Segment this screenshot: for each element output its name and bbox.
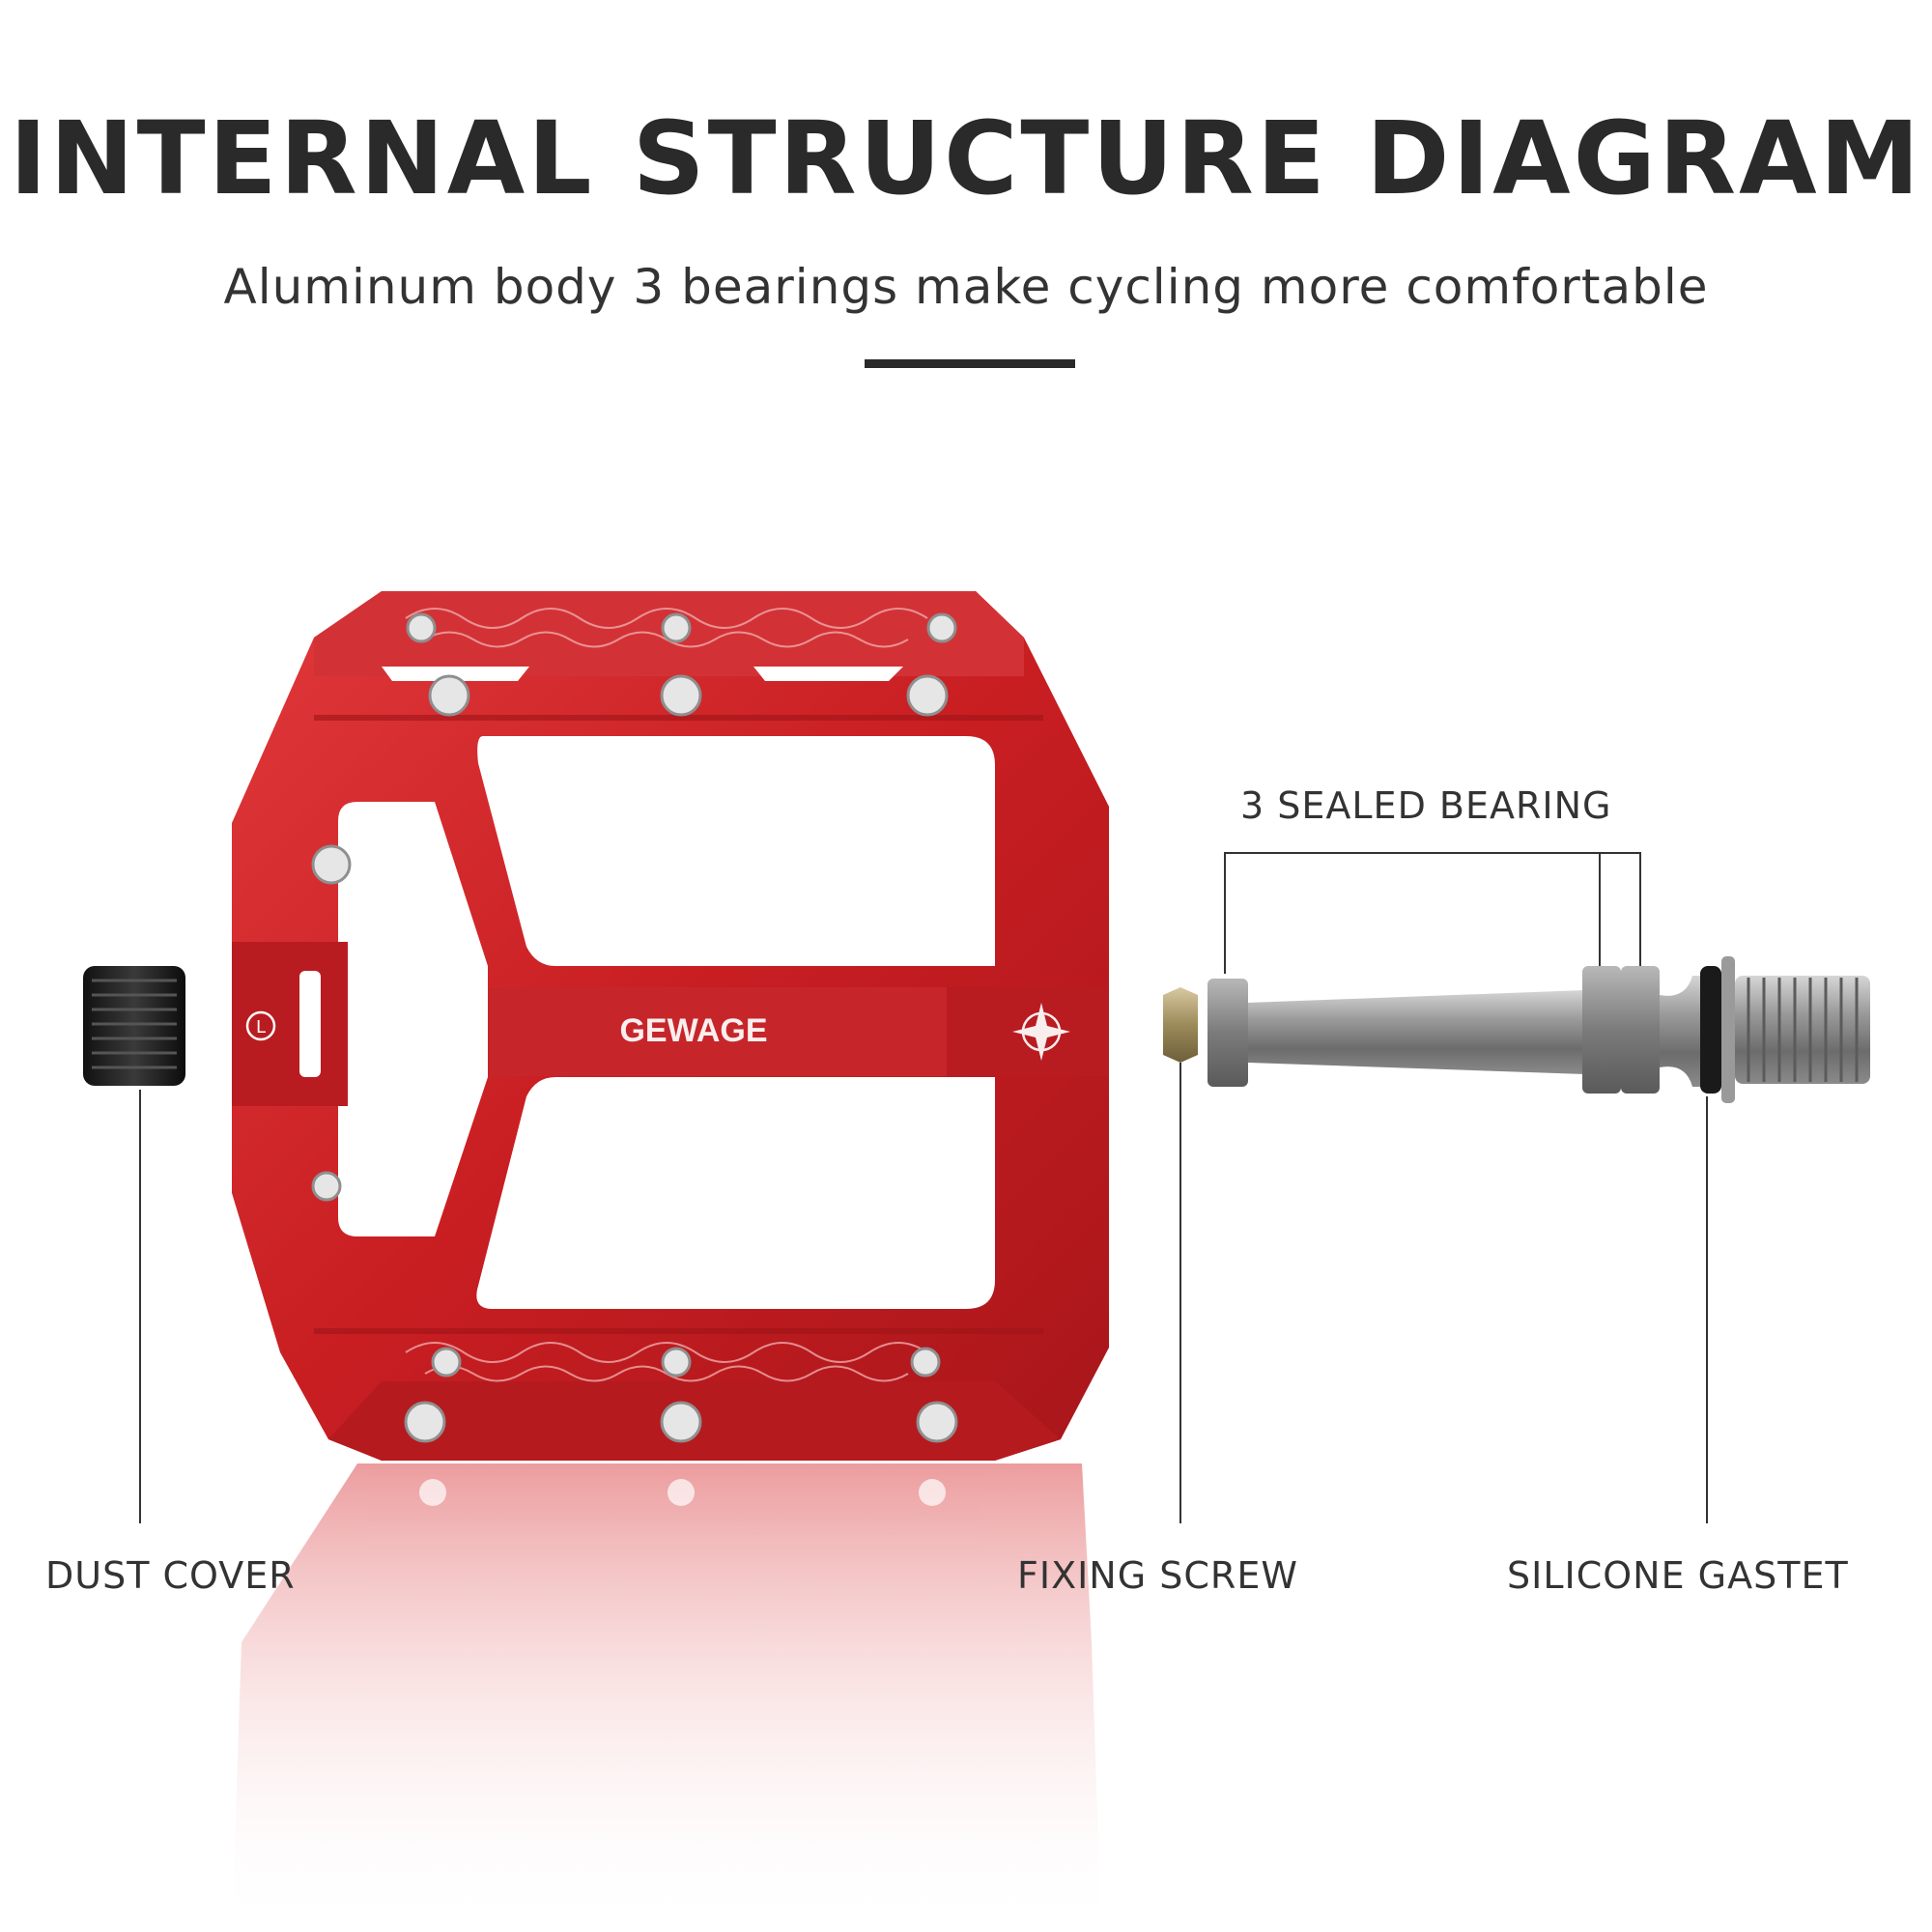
fixing-screw-label: FIXING SCREW — [1017, 1554, 1298, 1597]
side-mark-badge — [245, 1010, 276, 1041]
thread — [1735, 976, 1870, 1084]
pedal-body — [232, 591, 1109, 1461]
compass-star-logo-icon — [1012, 1003, 1070, 1061]
axle-assembly — [1163, 956, 1870, 1103]
bearing-label: 3 SEALED BEARING — [1240, 784, 1612, 827]
fixing-nut — [1163, 987, 1198, 1063]
window-left — [338, 802, 488, 1236]
front-bearing — [1208, 979, 1248, 1087]
silicone-gasket-label: SILICONE GASTET — [1507, 1554, 1849, 1597]
bearing-bracket — [1224, 852, 1641, 974]
dust-cover-label: DUST COVER — [45, 1554, 296, 1597]
title-divider — [865, 359, 1075, 368]
side-mark-letter: L — [256, 1017, 266, 1037]
window-top — [477, 736, 995, 966]
window-bottom — [476, 1077, 995, 1309]
spindle — [1248, 990, 1584, 1074]
pedal-reflection — [232, 1463, 1101, 1932]
dust-cover-part — [83, 966, 185, 1086]
pedal-pins — [311, 612, 958, 1443]
rear-bearing-2 — [1621, 966, 1660, 1094]
silicone-gasket — [1700, 966, 1721, 1094]
page-subtitle: Aluminum body 3 bearings make cycling mo… — [223, 259, 1709, 315]
pedal-brand: GEWAGE — [619, 1012, 767, 1049]
rear-bearing-1 — [1582, 966, 1621, 1094]
page-title: INTERNAL STRUCTURE DIAGRAM — [9, 99, 1923, 217]
leader-lines — [139, 852, 1708, 1523]
